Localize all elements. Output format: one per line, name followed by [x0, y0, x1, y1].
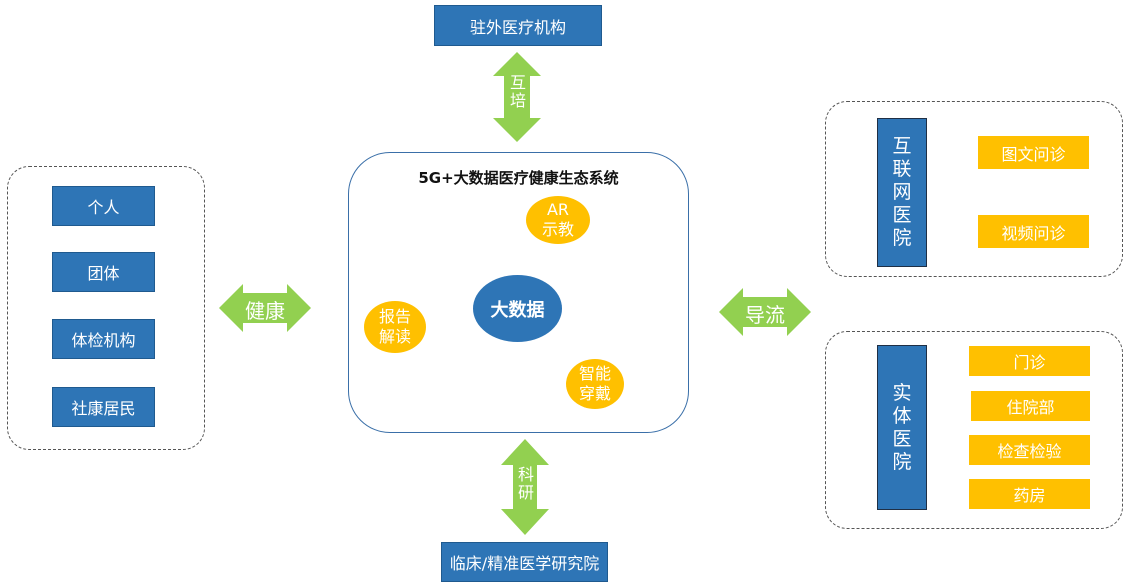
- physical-item-0: 门诊: [969, 346, 1090, 376]
- left-item-2: 体检机构: [52, 319, 155, 359]
- physical-item-3: 药房: [969, 479, 1090, 509]
- top-double-arrow: [493, 52, 541, 142]
- left-item-1: 团体: [52, 252, 155, 292]
- internet-item-0: 图文问诊: [978, 136, 1089, 169]
- left-item-3: 社康居民: [52, 387, 155, 427]
- satellite-ar-teaching: AR示教: [526, 196, 590, 244]
- physical-item-2: 检查检验: [969, 435, 1090, 465]
- right-group-physical: [825, 331, 1123, 529]
- left-arrow-label: 健康: [245, 299, 285, 323]
- satellite-report-reading: 报告解读: [364, 301, 426, 353]
- top-arrow-label: 互培: [509, 73, 526, 110]
- bottom-arrow-label: 科研: [517, 465, 534, 502]
- bottom-box-research-institute: 临床/精准医学研究院: [441, 542, 608, 582]
- left-item-0: 个人: [52, 186, 155, 226]
- bottom-double-arrow: [501, 439, 549, 535]
- right-arrow-label: 导流: [745, 303, 785, 327]
- right-group-internet: [825, 101, 1123, 277]
- satellite-smart-wearable: 智能穿戴: [566, 359, 624, 409]
- physical-item-1: 住院部: [971, 391, 1090, 421]
- top-box-overseas-institutions: 驻外医疗机构: [434, 5, 602, 46]
- internet-hospital-label: 互联网医院: [877, 118, 927, 267]
- left-double-arrow: [219, 284, 311, 332]
- right-double-arrow: [719, 288, 811, 336]
- left-group: [7, 166, 205, 450]
- bigdata-center: 大数据: [473, 275, 562, 342]
- core-title: 5G+大数据医疗健康生态系统: [418, 169, 619, 187]
- internet-item-1: 视频问诊: [978, 215, 1089, 248]
- physical-hospital-label: 实体医院: [877, 345, 927, 510]
